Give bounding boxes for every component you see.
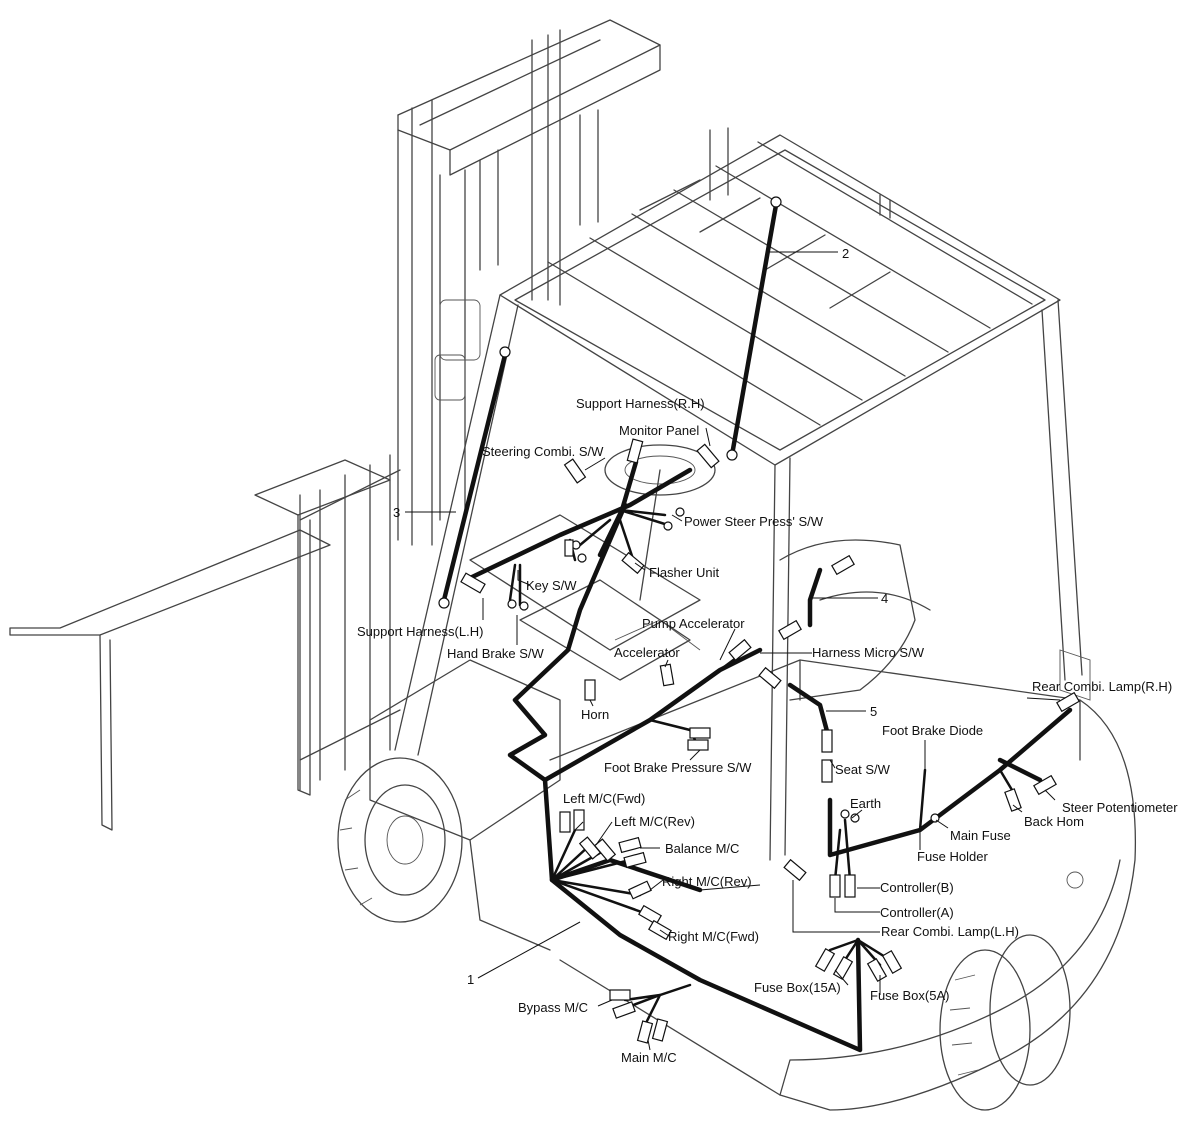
leader-lines [405, 251, 1061, 1051]
label-main-mc: Main M/C [621, 1050, 677, 1065]
connector-right-mc-fwd [638, 904, 662, 926]
callout-4: 4 [881, 591, 888, 606]
label-fuse-box-5a: Fuse Box(5A) [870, 988, 949, 1003]
label-left-mc-rev: Left M/C(Rev) [614, 814, 695, 829]
connector-rear-combi-rh [1056, 691, 1080, 713]
label-balance-mc: Balance M/C [665, 841, 739, 856]
connector-rear-combi-lh [783, 858, 807, 882]
label-power-steer-press-sw: Power Steer Press' S/W [684, 514, 824, 529]
connector-fuse-box-15a [814, 948, 836, 972]
connector-fuse-box-5a [866, 958, 888, 982]
label-support-harness-lh: Support Harness(L.H) [357, 624, 483, 639]
connector-left-mc-fwd [559, 811, 571, 833]
label-foot-brake-diode: Foot Brake Diode [882, 723, 983, 738]
harness-3 [441, 352, 508, 603]
label-controller-b: Controller(B) [880, 880, 954, 895]
harness-2 [729, 202, 779, 458]
label-accelerator: Accelerator [614, 645, 680, 660]
connector-pump-accelerator [728, 638, 752, 662]
label-left-mc-fwd: Left M/C(Fwd) [563, 791, 645, 806]
ring-terminal-harness-2 [770, 196, 782, 208]
ring-terminal-harness-2-lower [726, 449, 738, 461]
harness-1-dash-run [467, 467, 693, 581]
label-steer-potentiometer: Steer Potentiometer [1062, 800, 1178, 815]
connector-seat-sw-a [821, 729, 833, 753]
label-right-mc-rev: Right M/C(Rev) [662, 874, 752, 889]
connector-controller-a [829, 874, 841, 898]
connector-controller-b [844, 874, 856, 898]
callout-1: 1 [467, 972, 474, 987]
connector-support-rh [696, 443, 720, 469]
harness-5 [787, 682, 831, 738]
label-back-horn: Back Hom [1024, 814, 1084, 829]
label-rear-combi-lamp-rh: Rear Combi. Lamp(R.H) [1032, 679, 1172, 694]
connector-right-mc-rev [628, 880, 652, 900]
callout-2: 2 [842, 246, 849, 261]
connector-steering-combi [563, 458, 587, 484]
label-harness-micro-sw: Harness Micro S/W [812, 645, 925, 660]
connector-balance-mc [618, 836, 642, 854]
connector-left-mc-rev [578, 836, 602, 860]
connector-key-sw [564, 539, 574, 557]
labels: Support Harness(R.H) Monitor Panel Steer… [357, 246, 1178, 1065]
label-fuse-holder: Fuse Holder [917, 849, 988, 864]
connector-seat-sw-b [821, 759, 833, 783]
harness-4 [807, 567, 823, 628]
connector-bypass-mc [609, 989, 631, 1001]
connector-back-horn [1004, 788, 1022, 812]
harness-1-trunk [507, 502, 863, 1053]
ring-terminal-harness-3-lower [438, 597, 450, 609]
label-foot-brake-pressure-sw: Foot Brake Pressure S/W [604, 760, 752, 775]
connector-harness-5-start [758, 666, 782, 690]
harness-1-left-branch [549, 857, 703, 893]
forklift-drawing [9, 19, 1137, 1111]
label-bypass-mc: Bypass M/C [518, 1000, 588, 1015]
label-horn: Horn [581, 707, 609, 722]
connector-support-lh [460, 572, 486, 594]
label-rear-combi-lamp-lh: Rear Combi. Lamp(L.H) [881, 924, 1019, 939]
label-support-harness-rh: Support Harness(R.H) [576, 396, 705, 411]
connector-flasher-unit [621, 551, 645, 575]
connectors [438, 196, 1080, 1044]
label-main-fuse: Main Fuse [950, 828, 1011, 843]
label-fuse-box-15a: Fuse Box(15A) [754, 980, 841, 995]
connector-monitor-panel [626, 438, 644, 464]
label-right-mc-fwd: Right M/C(Fwd) [668, 929, 759, 944]
label-pump-accelerator: Pump Accelerator [642, 616, 745, 631]
connector-harness-4-end [831, 554, 855, 576]
label-monitor-panel: Monitor Panel [619, 423, 699, 438]
connector-accelerator [659, 663, 675, 687]
callout-5: 5 [870, 704, 877, 719]
label-steering-combi-sw: Steering Combi. S/W [482, 444, 604, 459]
connector-foot-brake-pressure [689, 727, 711, 739]
harness-1-front-run [542, 647, 763, 783]
label-hand-brake-sw: Hand Brake S/W [447, 646, 545, 661]
connector-harness-micro-sw [778, 619, 802, 641]
ring-terminal-harness-3 [499, 346, 511, 358]
label-key-sw: Key S/W [526, 578, 577, 593]
callout-3: 3 [393, 505, 400, 520]
connector-main-mc [636, 1020, 654, 1044]
label-flasher-unit: Flasher Unit [649, 565, 719, 580]
label-seat-sw: Seat S/W [835, 762, 891, 777]
label-earth: Earth [850, 796, 881, 811]
connector-steer-potentiometer [1033, 774, 1057, 796]
harness-rear-branch [997, 757, 1043, 783]
label-controller-a: Controller(A) [880, 905, 954, 920]
connector-horn [584, 679, 596, 701]
